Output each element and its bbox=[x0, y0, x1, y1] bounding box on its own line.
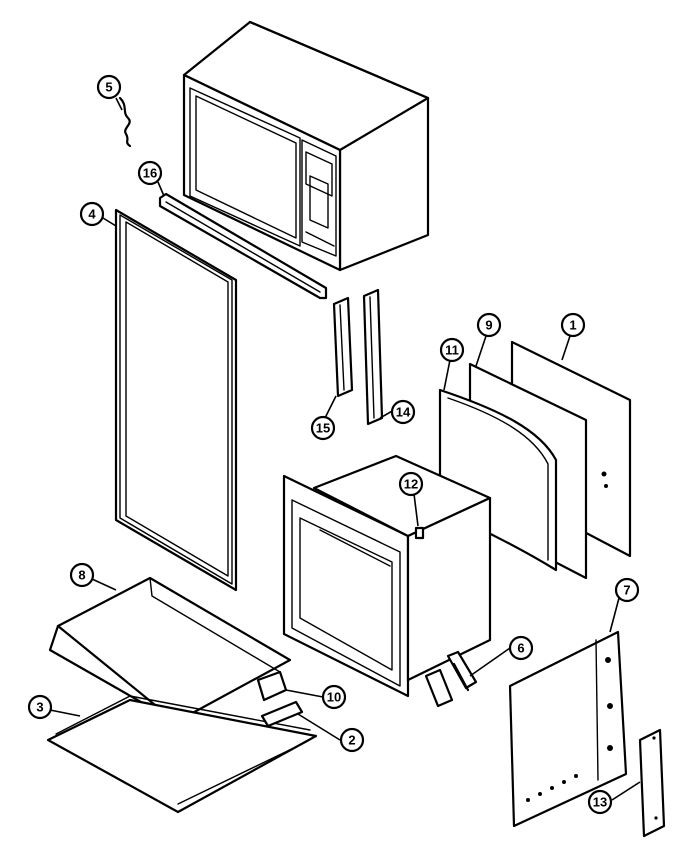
part-5-wire-harness bbox=[118, 96, 132, 148]
part-7-side-panel bbox=[508, 630, 628, 828]
callout-9: 9 bbox=[476, 312, 502, 338]
callout-2: 2 bbox=[339, 727, 365, 753]
callout-16: 16 bbox=[137, 160, 163, 186]
part-13-strip bbox=[638, 728, 666, 838]
callout-2-label: 2 bbox=[348, 733, 355, 748]
callout-1-label: 1 bbox=[569, 318, 576, 333]
callout-7: 7 bbox=[614, 577, 640, 603]
callout-12: 12 bbox=[398, 471, 424, 497]
callout-14: 14 bbox=[390, 399, 416, 425]
callout-7-label: 7 bbox=[623, 583, 630, 598]
part-11-blanket bbox=[438, 388, 558, 572]
callout-10: 10 bbox=[321, 684, 347, 710]
part-16-trim-strip bbox=[158, 192, 328, 300]
callout-5: 5 bbox=[96, 74, 122, 100]
callout-15-label: 15 bbox=[316, 421, 330, 436]
part-14-bracket bbox=[362, 288, 384, 426]
part-15-bracket bbox=[332, 296, 354, 398]
callout-9-label: 9 bbox=[485, 318, 492, 333]
part-8-shelf-tray bbox=[48, 576, 292, 724]
callout-1: 1 bbox=[560, 312, 586, 338]
callout-16-label: 16 bbox=[143, 166, 157, 181]
callout-8-label: 8 bbox=[78, 568, 85, 583]
callout-3: 3 bbox=[27, 694, 53, 720]
callout-4-label: 4 bbox=[88, 207, 96, 222]
callout-4: 4 bbox=[79, 201, 105, 227]
callout-14-label: 14 bbox=[396, 405, 411, 420]
callout-13: 13 bbox=[587, 789, 613, 815]
callout-11: 11 bbox=[439, 337, 465, 363]
callout-11-label: 11 bbox=[445, 343, 459, 358]
part-6-hinge bbox=[424, 650, 478, 708]
part-2-bottom-tray bbox=[46, 695, 318, 814]
callout-15: 15 bbox=[310, 415, 336, 441]
part-4-door-frame bbox=[114, 208, 238, 592]
leader-lines bbox=[49, 97, 641, 801]
microwave-unit bbox=[182, 20, 430, 272]
callout-5-label: 5 bbox=[105, 80, 112, 95]
callout-6-label: 6 bbox=[517, 641, 524, 656]
cabinet-box bbox=[282, 454, 492, 698]
part-12-clip bbox=[414, 526, 425, 540]
callout-10-label: 10 bbox=[327, 690, 341, 705]
callout-12-label: 12 bbox=[404, 477, 418, 492]
callout-13-label: 13 bbox=[593, 795, 607, 810]
callout-8: 8 bbox=[69, 562, 95, 588]
callout-6: 6 bbox=[508, 635, 534, 661]
callout-3-label: 3 bbox=[36, 700, 43, 715]
